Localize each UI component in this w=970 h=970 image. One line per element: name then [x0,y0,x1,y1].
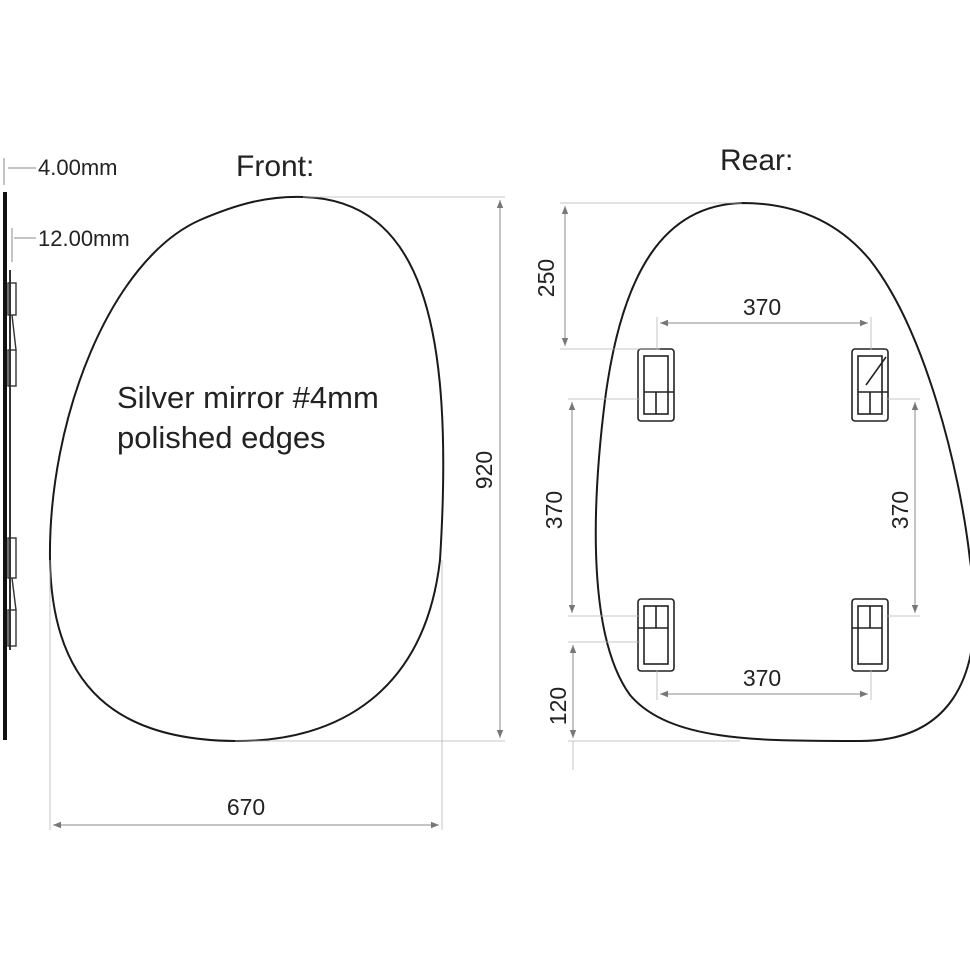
side-view: 4.00mm 12.00mm [3,155,130,740]
bottom-spacing-label: 370 [743,665,781,691]
mirror-outline-front [48,195,445,743]
mirror-outline-rear [594,201,970,743]
side-bracket-bottom [7,537,17,647]
right-spacing-label: 370 [887,491,913,529]
rear-view: Rear: [533,144,970,770]
top-spacing-label: 370 [743,294,781,320]
mirror-spec-line1: Silver mirror #4mm [117,380,379,415]
front-title: Front: [236,150,314,183]
left-spacing-label: 370 [541,491,567,529]
rear-bracket-bottom-right [851,598,889,672]
rear-bracket-top-left [637,348,675,422]
top-offset-label: 250 [533,259,559,297]
rear-title: Rear: [720,144,793,177]
total-depth-label: 12.00mm [38,226,130,251]
rear-bracket-bottom-left [637,598,675,672]
width-dimension-label: 670 [227,794,265,820]
height-dimension-label: 920 [471,451,497,489]
mirror-spec-line2: polished edges [117,420,326,455]
rear-bracket-top-right [851,348,889,422]
side-bracket-top [7,282,17,387]
mirror-thickness-label: 4.00mm [38,155,117,180]
front-view: Front: Silver mirror #4mm polished edges… [48,150,505,830]
bottom-offset-label: 120 [545,687,571,725]
